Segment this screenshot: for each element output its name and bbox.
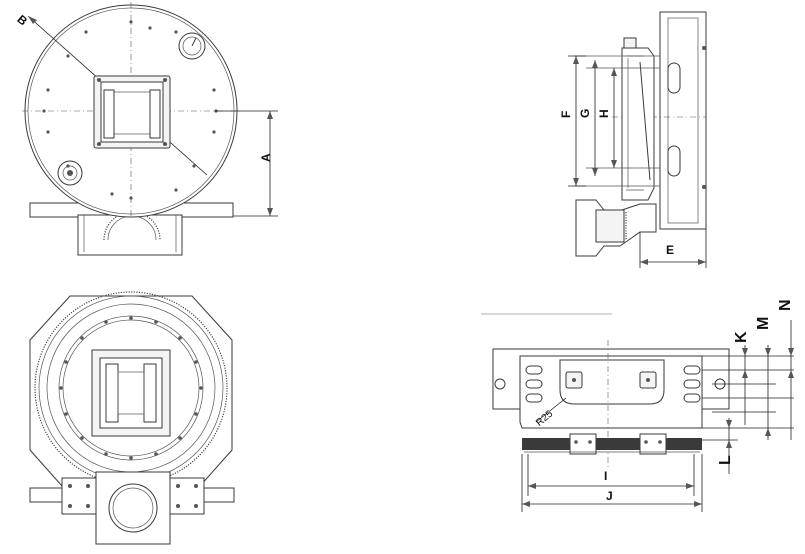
label-dim-B: B — [14, 12, 30, 29]
label-dim-L: L — [717, 455, 734, 465]
label-dim-A: A — [259, 153, 273, 162]
side-view: F G H E — [559, 11, 707, 268]
side-vertical-plate — [659, 11, 707, 230]
slot-view: R25 I J K M — [492, 299, 794, 512]
label-dim-E: E — [666, 243, 674, 257]
side-turntable-body — [621, 47, 655, 201]
front-gearbox-housing — [77, 214, 183, 256]
label-dim-H: H — [597, 109, 611, 118]
label-dim-F: F — [559, 111, 573, 118]
bottom-bolt-holes — [59, 316, 203, 460]
label-dim-J: J — [606, 489, 613, 503]
front-pinion-gear — [103, 211, 161, 241]
bottom-view — [29, 291, 235, 545]
label-dim-K: K — [733, 331, 750, 343]
front-bolt-holes — [42, 20, 218, 200]
label-dim-I: I — [604, 469, 607, 483]
slot-cutout — [559, 359, 665, 405]
front-view: B — [14, 2, 278, 256]
label-dim-M: M — [755, 317, 772, 330]
bottom-gear-ring — [34, 291, 228, 485]
bottom-gearbox-bore — [108, 483, 158, 533]
label-dim-N: N — [777, 299, 794, 311]
slot-rack-gear — [522, 438, 702, 450]
label-dim-G: G — [578, 109, 592, 118]
